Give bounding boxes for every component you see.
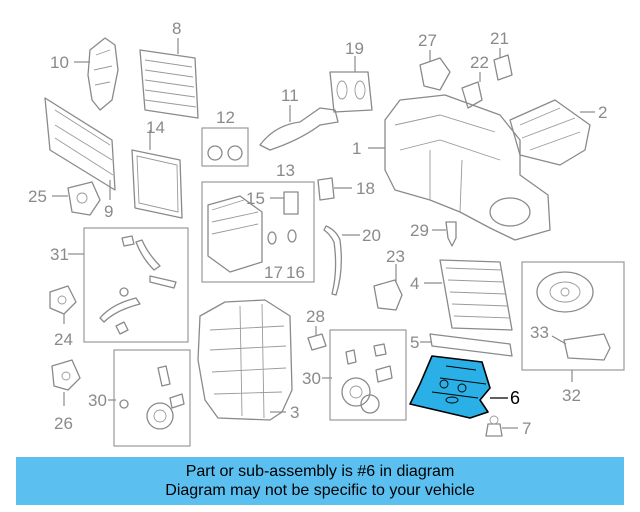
part-3-housing <box>197 299 293 421</box>
part-25-actuator <box>67 181 101 216</box>
part-10-bracket <box>87 37 119 111</box>
callout-25: 25 <box>28 187 47 206</box>
part-19-gasket <box>329 71 373 113</box>
banner-line-2: Diagram may not be specific to your vehi… <box>165 482 475 499</box>
part-26-actuator <box>51 359 81 391</box>
part-9-evaporator <box>44 97 116 191</box>
callout-17: 17 <box>264 263 283 282</box>
part-27-bracket <box>419 57 451 91</box>
callout-30-middle: 30 <box>302 369 321 388</box>
part-33-resistor <box>563 333 611 361</box>
callout-28: 28 <box>306 307 325 326</box>
part-23-motor <box>373 279 403 311</box>
part-7-fastener <box>485 415 503 437</box>
callout-11: 11 <box>281 86 299 105</box>
part-11-pipe <box>259 107 339 151</box>
part-32-blower <box>536 271 594 313</box>
part-28-sensor <box>307 333 327 351</box>
callout-5: 5 <box>410 333 419 352</box>
callout-6: 6 <box>510 388 520 408</box>
part-20-tube <box>323 225 342 296</box>
part-31-linkages <box>99 235 177 335</box>
callout-7: 7 <box>522 419 531 438</box>
callout-12: 12 <box>216 108 235 127</box>
part-21-actuator <box>493 54 513 81</box>
callout-21: 21 <box>490 29 509 48</box>
callout-23: 23 <box>386 247 405 266</box>
callout-10: 10 <box>50 53 69 72</box>
callout-24: 24 <box>54 330 73 349</box>
callout-8: 8 <box>172 19 181 38</box>
part-24-actuator <box>49 285 77 315</box>
callout-31: 31 <box>50 245 69 264</box>
callout-29: 29 <box>410 221 429 240</box>
part-30-linkage-middle <box>341 343 393 414</box>
part-1-housing <box>384 94 551 241</box>
part-2-cover <box>509 99 591 166</box>
callout-1: 1 <box>352 139 361 158</box>
callout-22: 22 <box>470 53 489 72</box>
callout-14: 14 <box>146 118 165 137</box>
part-30-linkage-left <box>119 365 185 430</box>
callout-2: 2 <box>598 103 607 122</box>
callout-26: 26 <box>54 414 73 433</box>
callout-16: 16 <box>286 263 305 282</box>
callout-30-left: 30 <box>88 391 107 410</box>
part-18-clip <box>317 177 335 201</box>
part-16-17-seals <box>267 229 297 245</box>
part-22-actuator <box>461 81 483 109</box>
callout-3: 3 <box>290 403 299 422</box>
callout-13: 13 <box>276 161 295 180</box>
callout-15: 15 <box>246 189 265 208</box>
part-12-seal <box>207 145 243 161</box>
part-4-filter <box>439 259 513 331</box>
part-8-heater-core <box>139 49 199 119</box>
part-14-filter <box>131 149 183 219</box>
part-13-core <box>207 195 263 273</box>
callout-20: 20 <box>362 226 381 245</box>
callout-19: 19 <box>345 39 364 58</box>
part-5-frame <box>429 333 513 357</box>
callout-32: 32 <box>562 386 581 405</box>
part-29-sensor <box>445 221 457 247</box>
callout-27: 27 <box>418 31 437 50</box>
part-15-valve <box>283 191 299 215</box>
callout-18: 18 <box>356 179 375 198</box>
callout-4: 4 <box>410 274 419 293</box>
callout-9: 9 <box>104 202 113 221</box>
parts-diagram: 10 8 9 14 25 12 13 15 <box>28 19 625 447</box>
info-banner: Part or sub-assembly is #6 in diagram Di… <box>16 457 624 505</box>
banner-line-1: Part or sub-assembly is #6 in diagram <box>185 463 455 480</box>
callout-33: 33 <box>530 323 549 342</box>
part-6-highlighted <box>409 355 491 419</box>
